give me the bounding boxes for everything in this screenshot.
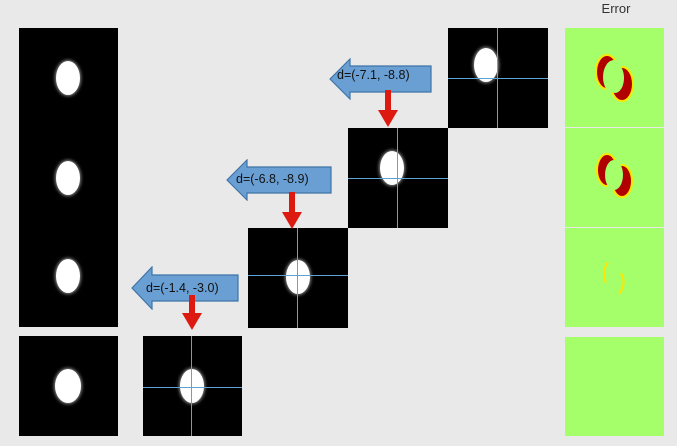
reference-blob-3 [56, 259, 80, 293]
down-arrow-icon [182, 295, 202, 330]
step-blob-1 [474, 48, 498, 82]
error-map-panel-3 [565, 228, 664, 327]
reference-target-panel [19, 336, 118, 436]
step-blob-4 [180, 369, 204, 403]
down-arrow-icon [282, 192, 302, 229]
crosshair-horizontal [448, 78, 548, 79]
error-map-panel-2 [565, 128, 664, 227]
reference-blob-2 [56, 161, 80, 195]
reference-blob-1 [56, 61, 80, 95]
crosshair-vertical [497, 28, 498, 128]
error-column-title: Error [601, 1, 631, 16]
crosshair-horizontal [348, 178, 448, 179]
crosshair-vertical [397, 128, 398, 228]
crosshair-vertical [297, 228, 298, 328]
step-panel-2 [348, 128, 448, 228]
crosshair-vertical [191, 336, 192, 436]
left-arrow-icon [329, 58, 432, 100]
left-arrow-icon [226, 159, 332, 201]
error-map-panel-1 [565, 28, 664, 127]
down-arrow-icon [378, 90, 398, 127]
crosshair-horizontal [248, 275, 348, 276]
displacement-label-1: d=(-7.1, -8.8) [337, 68, 410, 82]
error-map-panel-4 [565, 337, 664, 436]
step-blob-2 [380, 151, 404, 185]
reference-blob-4 [55, 369, 81, 403]
step-blob-3 [286, 260, 310, 294]
left-arrow-icon [131, 266, 239, 310]
displacement-label-3: d=(-1.4, -3.0) [146, 281, 219, 295]
step-panel-3 [248, 228, 348, 328]
crosshair-horizontal [143, 387, 242, 388]
error-crescent-mark [602, 261, 625, 295]
error-crescent-mark [596, 153, 633, 198]
reference-stack-panel [19, 28, 118, 327]
step-panel-4 [143, 336, 242, 436]
error-crescent-mark [595, 54, 634, 102]
step-panel-1 [448, 28, 548, 128]
displacement-label-2: d=(-6.8, -8.9) [236, 172, 309, 186]
